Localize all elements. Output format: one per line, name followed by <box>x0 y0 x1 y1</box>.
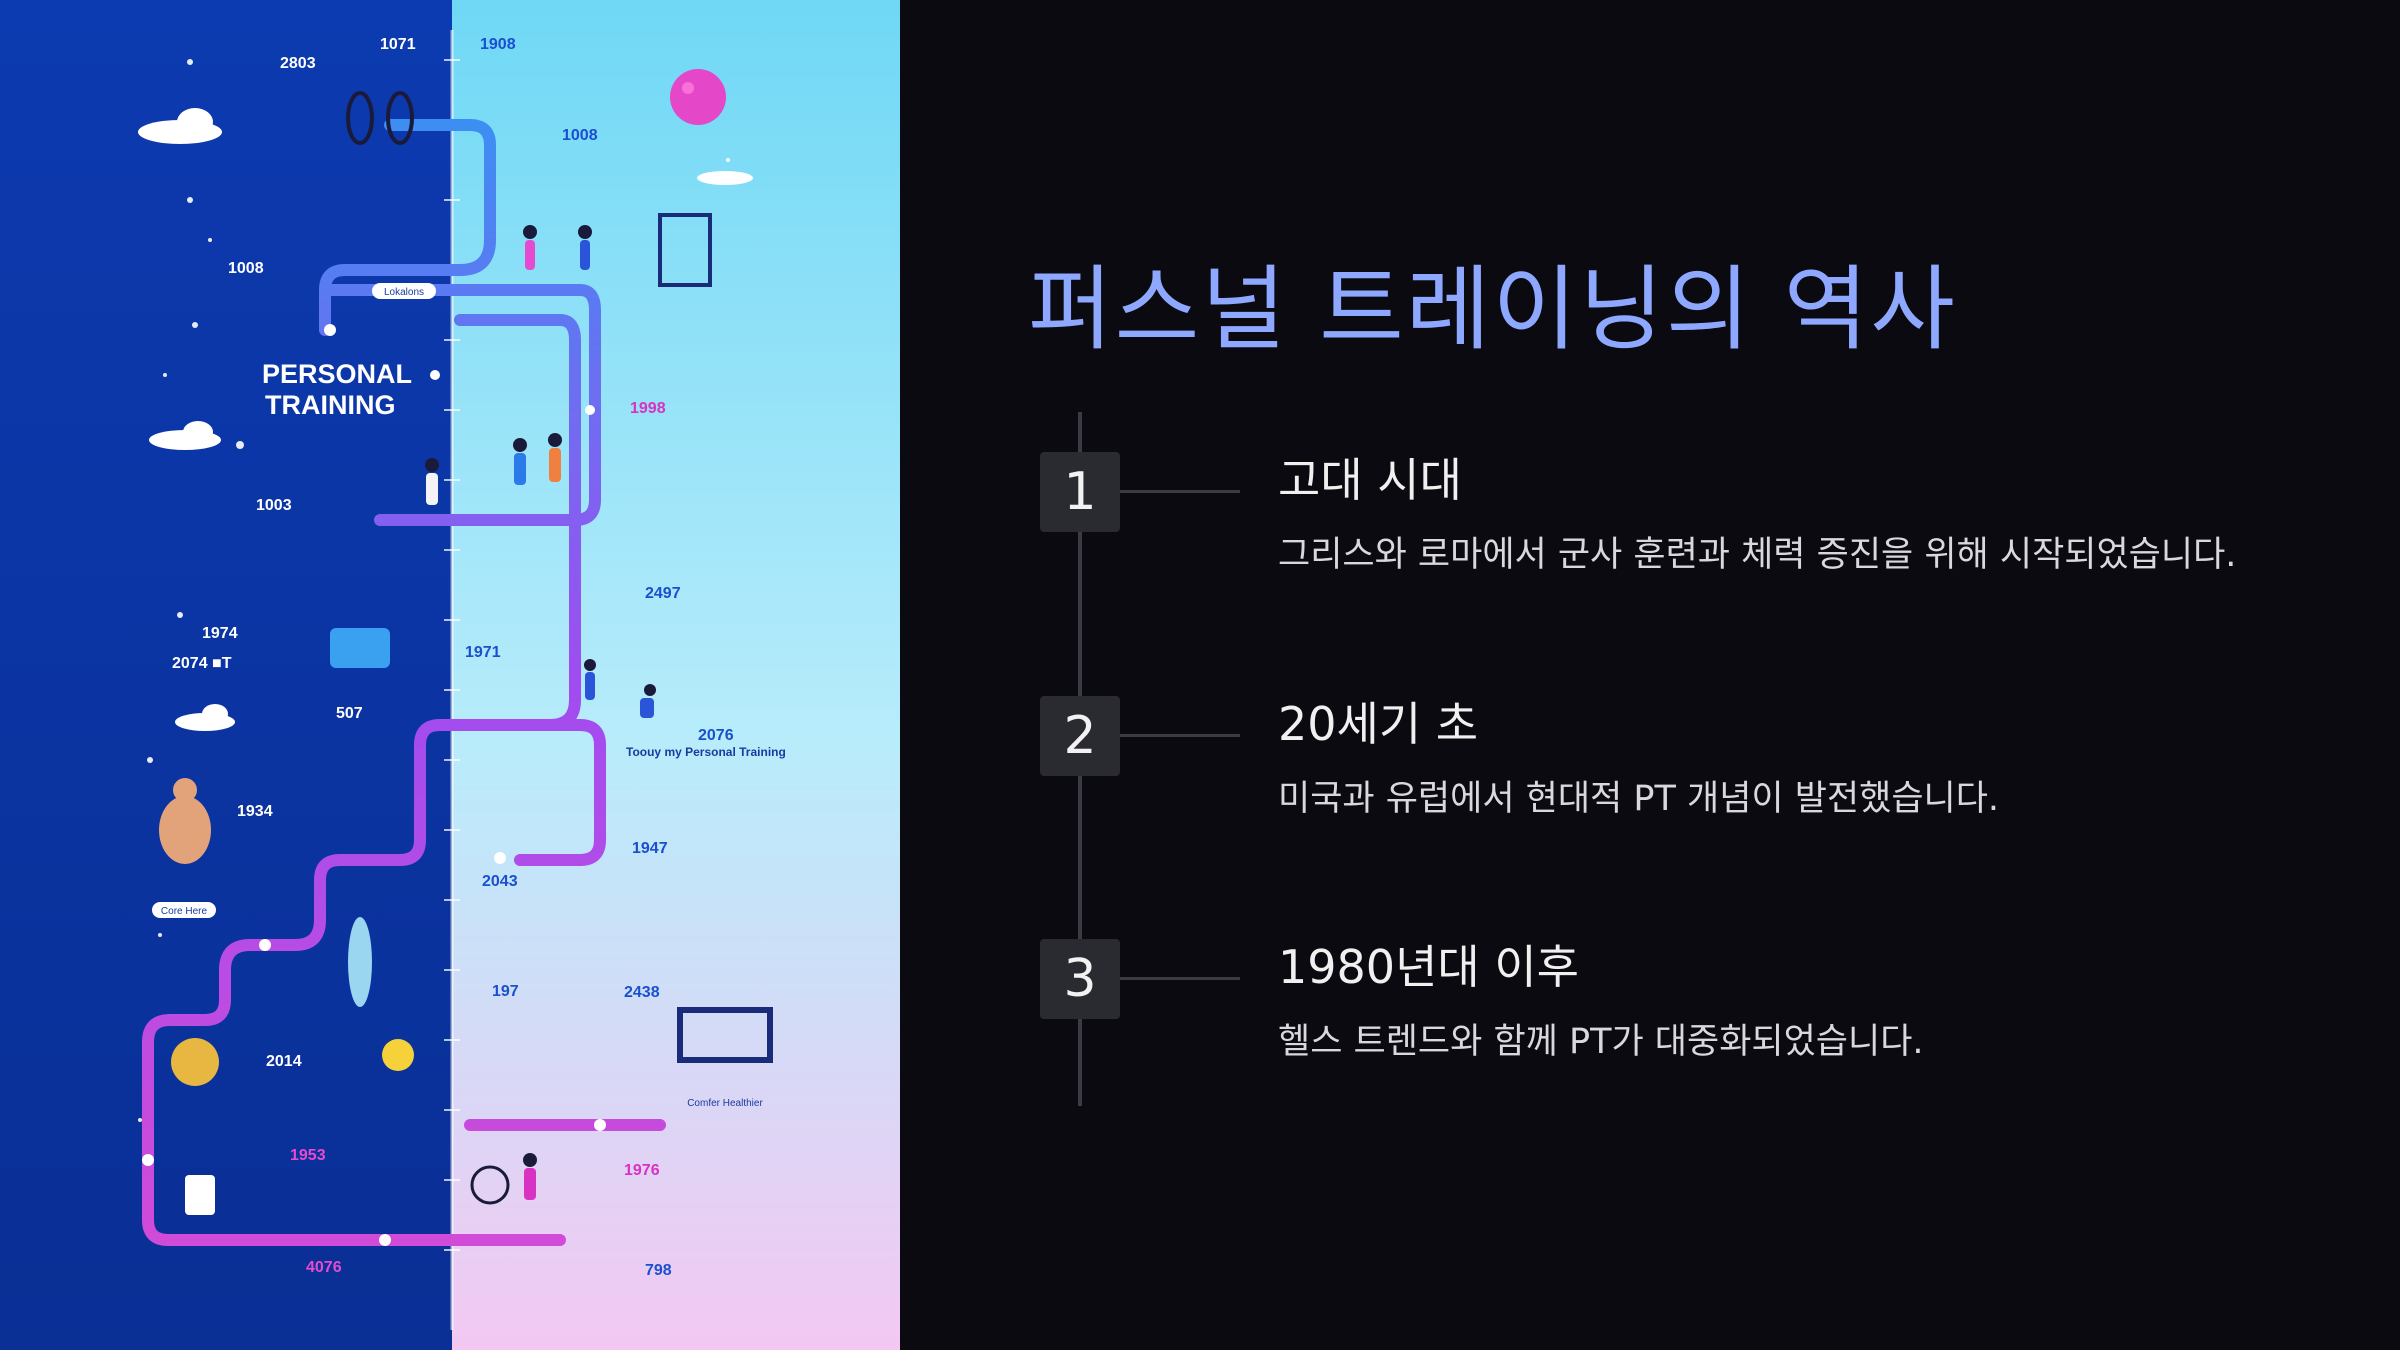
infographic-heading-line2: TRAINING <box>265 390 396 420</box>
year-label: 2074 ■T <box>172 655 232 672</box>
year-label: 1071 <box>380 36 416 53</box>
step-heading: 20세기 초 <box>1278 697 1479 751</box>
timeline-step: 1 고대 시대 그리스와 로마에서 군사 훈련과 체력 증진을 위해 시작되었습… <box>1040 452 2240 632</box>
year-label: 1953 <box>290 1147 326 1164</box>
year-label: 1008 <box>562 127 598 144</box>
year-label: 2803 <box>280 55 316 72</box>
year-label: 798 <box>645 1262 672 1279</box>
year-label: 2076 <box>698 727 734 744</box>
year-label: 1976 <box>624 1162 660 1179</box>
step-description: 그리스와 로마에서 군사 훈련과 체력 증진을 위해 시작되었습니다. <box>1278 535 2237 575</box>
tag-label: Lokalons <box>384 287 424 298</box>
figure-icons <box>159 91 773 1215</box>
tag-label: Comfer Healthier <box>687 1098 763 1109</box>
year-label: 1008 <box>228 260 264 277</box>
subhead-label: Toouy my Personal Training <box>626 745 786 759</box>
year-label: 1003 <box>256 497 292 514</box>
timeline-step: 2 20세기 초 미국과 유럽에서 현대적 PT 개념이 발전했습니다. <box>1040 696 2240 876</box>
timeline-step: 3 1980년대 이후 헬스 트렌드와 함께 PT가 대중화되었습니다. <box>1040 939 2240 1119</box>
year-label: 1971 <box>465 644 501 661</box>
step-description: 헬스 트렌드와 함께 PT가 대중화되었습니다. <box>1278 1022 1924 1062</box>
year-label: 197 <box>492 983 519 1000</box>
step-number-badge: 2 <box>1040 696 1120 776</box>
slide-content: 퍼스널 트레이닝의 역사 1 고대 시대 그리스와 로마에서 군사 훈련과 체력… <box>900 0 2400 1350</box>
step-number-badge: 1 <box>1040 452 1120 532</box>
infographic-art: PERSONAL TRAINING 2803 1071 1908 1008 10… <box>0 0 900 1350</box>
step-heading: 고대 시대 <box>1278 453 1462 507</box>
step-heading: 1980년대 이후 <box>1278 940 1579 994</box>
step-number-badge: 3 <box>1040 939 1120 1019</box>
year-label: 507 <box>336 705 363 722</box>
step-connector <box>1120 734 1240 737</box>
year-label: 2014 <box>266 1053 302 1070</box>
infographic-heading-line1: PERSONAL <box>262 359 412 389</box>
year-label: 1908 <box>480 36 516 53</box>
step-connector <box>1120 977 1240 980</box>
step-description: 미국과 유럽에서 현대적 PT 개념이 발전했습니다. <box>1278 779 2000 819</box>
year-label: 1934 <box>237 803 273 820</box>
year-label: 2497 <box>645 585 681 602</box>
slide-title: 퍼스널 트레이닝의 역사 <box>1028 256 1957 363</box>
year-label: 2438 <box>624 984 660 1001</box>
year-label: 1974 <box>202 625 238 642</box>
year-label: 2043 <box>482 873 518 890</box>
year-label: 1998 <box>630 400 666 417</box>
step-connector <box>1120 490 1240 493</box>
year-label: 1947 <box>632 840 668 857</box>
year-label: 4076 <box>306 1259 342 1276</box>
tag-label: Core Here <box>161 906 208 917</box>
personal-training-infographic: PERSONAL TRAINING 2803 1071 1908 1008 10… <box>0 0 900 1350</box>
